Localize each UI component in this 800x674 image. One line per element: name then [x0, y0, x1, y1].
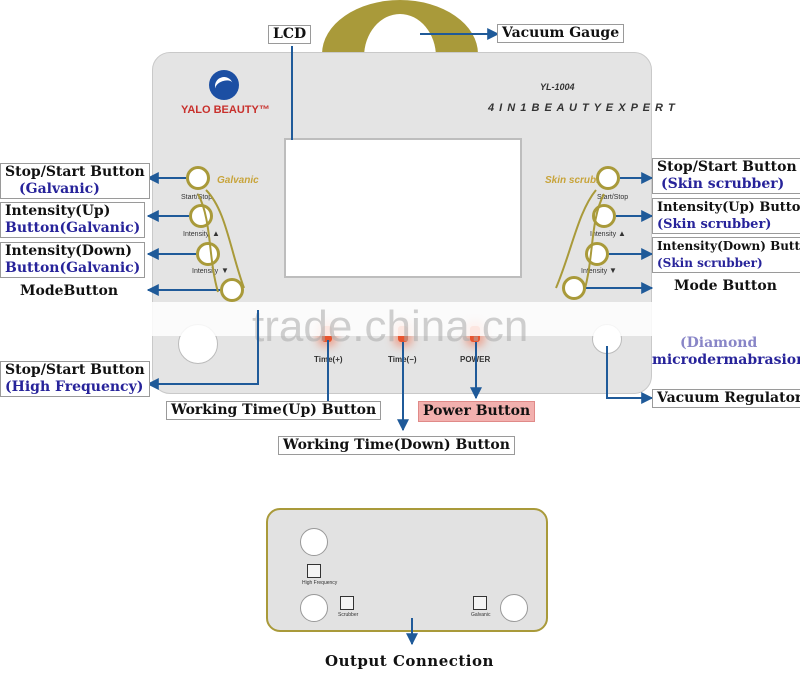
- scrubber-port[interactable]: [300, 594, 328, 622]
- galvanic-intensity-down-label: Intensity: [192, 268, 219, 275]
- callout-scrubber-start-stop-line2: (Skin scrubber): [661, 176, 785, 192]
- callout-lcd: LCD: [268, 25, 312, 44]
- callout-high-frequency: Stop/Start Button (High Frequency): [0, 361, 150, 397]
- galvanic-icon: [473, 596, 487, 610]
- galvanic-intensity-up-button[interactable]: [189, 204, 213, 228]
- callout-galvanic-start-stop-line2: (Galvanic): [19, 181, 100, 197]
- scrubber-gold-curve: [555, 189, 597, 289]
- model-number: YL-1004: [540, 82, 575, 92]
- callout-working-time-down: Working Time(Down) Button: [278, 436, 515, 455]
- callout-scrubber-intensity-up-line1: Intensity(Up) Button: [657, 200, 800, 215]
- galvanic-port-label: Galvanic: [471, 612, 491, 618]
- brand-name: YALO BEAUTY™: [181, 104, 270, 116]
- callout-scrubber-intensity-down: Intensity(Down) Button (Skin scrubber): [652, 237, 800, 273]
- scrubber-icon: [340, 596, 354, 610]
- callout-galvanic-mode: ModeButton: [20, 283, 118, 299]
- watermark: trade.china.cn: [252, 302, 529, 351]
- skin-scrubber-section-label: Skin scrubber: [545, 175, 612, 186]
- callout-galvanic-start-stop-line1: Stop/Start Button: [5, 164, 145, 180]
- galvanic-gold-curve-inner: [197, 193, 219, 293]
- callout-scrubber-start-stop: Stop/Start Button (Skin scrubber): [652, 158, 800, 194]
- galvanic-mode-button[interactable]: [220, 278, 244, 302]
- scrubber-gold-curve-inner: [583, 193, 605, 293]
- high-frequency-port[interactable]: [300, 528, 328, 556]
- scrubber-intensity-down-label: Intensity: [581, 268, 608, 275]
- callout-galvanic-intensity-up-line2: Button(Galvanic): [5, 220, 141, 236]
- callout-scrubber-intensity-up: Intensity(Up) Button (Skin scrubber): [652, 198, 800, 234]
- scrubber-start-stop-label: Start/Stop: [597, 194, 629, 201]
- callout-scrubber-intensity-down-line1: Intensity(Down) Button: [657, 239, 800, 253]
- callout-output-connection: Output Connection: [325, 652, 494, 670]
- scrubber-intensity-down-button[interactable]: [585, 242, 609, 266]
- watermark-band: [20, 302, 780, 336]
- callout-scrubber-intensity-up-line2: (Skin scrubber): [657, 217, 772, 232]
- lcd-screen: [284, 138, 522, 278]
- galvanic-intensity-up-label: Intensity: [183, 231, 210, 238]
- galvanic-start-stop-label: Start/Stop: [181, 194, 213, 201]
- high-frequency-line: [146, 310, 259, 390]
- galvanic-intensity-down-button[interactable]: [196, 242, 220, 266]
- callout-power-button: Power Button: [418, 401, 536, 422]
- callout-vacuum-gauge: Vacuum Gauge: [497, 24, 625, 43]
- callout-diamond: (Diamond microdermabrasion): [652, 335, 800, 369]
- callout-scrubber-intensity-down-line2: (Skin scrubber): [657, 256, 763, 270]
- callout-diamond-line2: microdermabrasion): [652, 352, 800, 368]
- callout-galvanic-start-stop: Stop/Start Button (Galvanic): [0, 163, 150, 199]
- galvanic-section-label: Galvanic: [217, 175, 259, 186]
- down-triangle-icon: ▼: [221, 266, 229, 275]
- callout-diamond-line1: (Diamond: [680, 335, 758, 351]
- scrubber-intensity-up-label: Intensity: [590, 231, 617, 238]
- scrubber-start-stop-button[interactable]: [596, 166, 620, 190]
- brand-logo-icon: [209, 70, 239, 100]
- callout-galvanic-intensity-down: Intensity(Down) Button(Galvanic): [0, 242, 146, 278]
- callout-galvanic-intensity-down-line2: Button(Galvanic): [5, 260, 141, 276]
- galvanic-port[interactable]: [500, 594, 528, 622]
- callout-galvanic-intensity-up-line1: Intensity(Up): [5, 203, 111, 219]
- vacuum-regulator-line: [606, 346, 654, 404]
- down-triangle-icon: ▼: [609, 266, 617, 275]
- up-triangle-icon: ▲: [212, 229, 220, 238]
- high-frequency-icon: [307, 564, 321, 578]
- callout-high-frequency-line2: (High Frequency): [5, 379, 144, 395]
- scrubber-port-label: Scrubber: [338, 612, 359, 618]
- galvanic-start-stop-button[interactable]: [186, 166, 210, 190]
- callout-working-time-up: Working Time(Up) Button: [166, 401, 382, 420]
- callout-vacuum-regulator: Vacuum Regulator: [652, 389, 800, 408]
- up-triangle-icon: ▲: [618, 229, 626, 238]
- callout-galvanic-intensity-up: Intensity(Up) Button(Galvanic): [0, 202, 146, 238]
- callout-high-frequency-line1: Stop/Start Button: [5, 362, 145, 378]
- callout-scrubber-start-stop-line1: Stop/Start Button: [657, 159, 797, 175]
- product-subtitle: 4 I N 1 B E A U T Y E X P E R T: [488, 102, 676, 114]
- callout-galvanic-intensity-down-line1: Intensity(Down): [5, 243, 133, 259]
- callout-scrubber-mode: Mode Button: [674, 278, 777, 294]
- galvanic-gold-curve: [205, 189, 245, 289]
- high-frequency-port-label: High Frequency: [302, 580, 338, 586]
